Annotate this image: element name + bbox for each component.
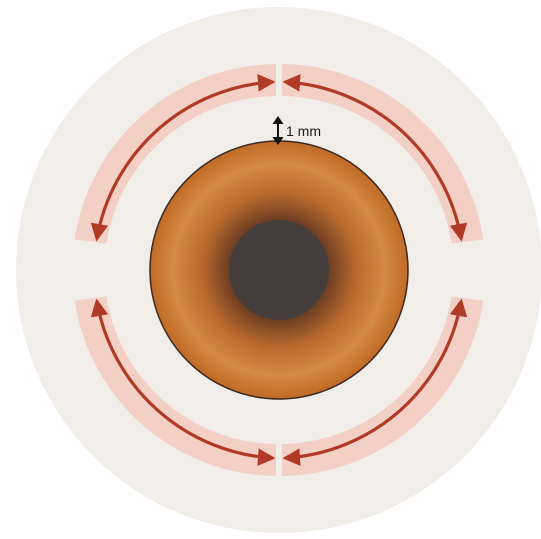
pupil (229, 220, 329, 320)
arrow-lower-right (282, 298, 468, 466)
arrow-lower-left (90, 298, 276, 466)
dimension-arrow-up-icon (272, 116, 284, 124)
direction-arrows (90, 74, 468, 466)
dimension-arrow-down-icon (272, 137, 284, 145)
arrow-upper-left (90, 74, 276, 242)
arrow-upper-right (282, 74, 468, 242)
dimension-label: 1 mm (286, 123, 321, 139)
dimension-indicator: 1 mm (272, 116, 321, 145)
